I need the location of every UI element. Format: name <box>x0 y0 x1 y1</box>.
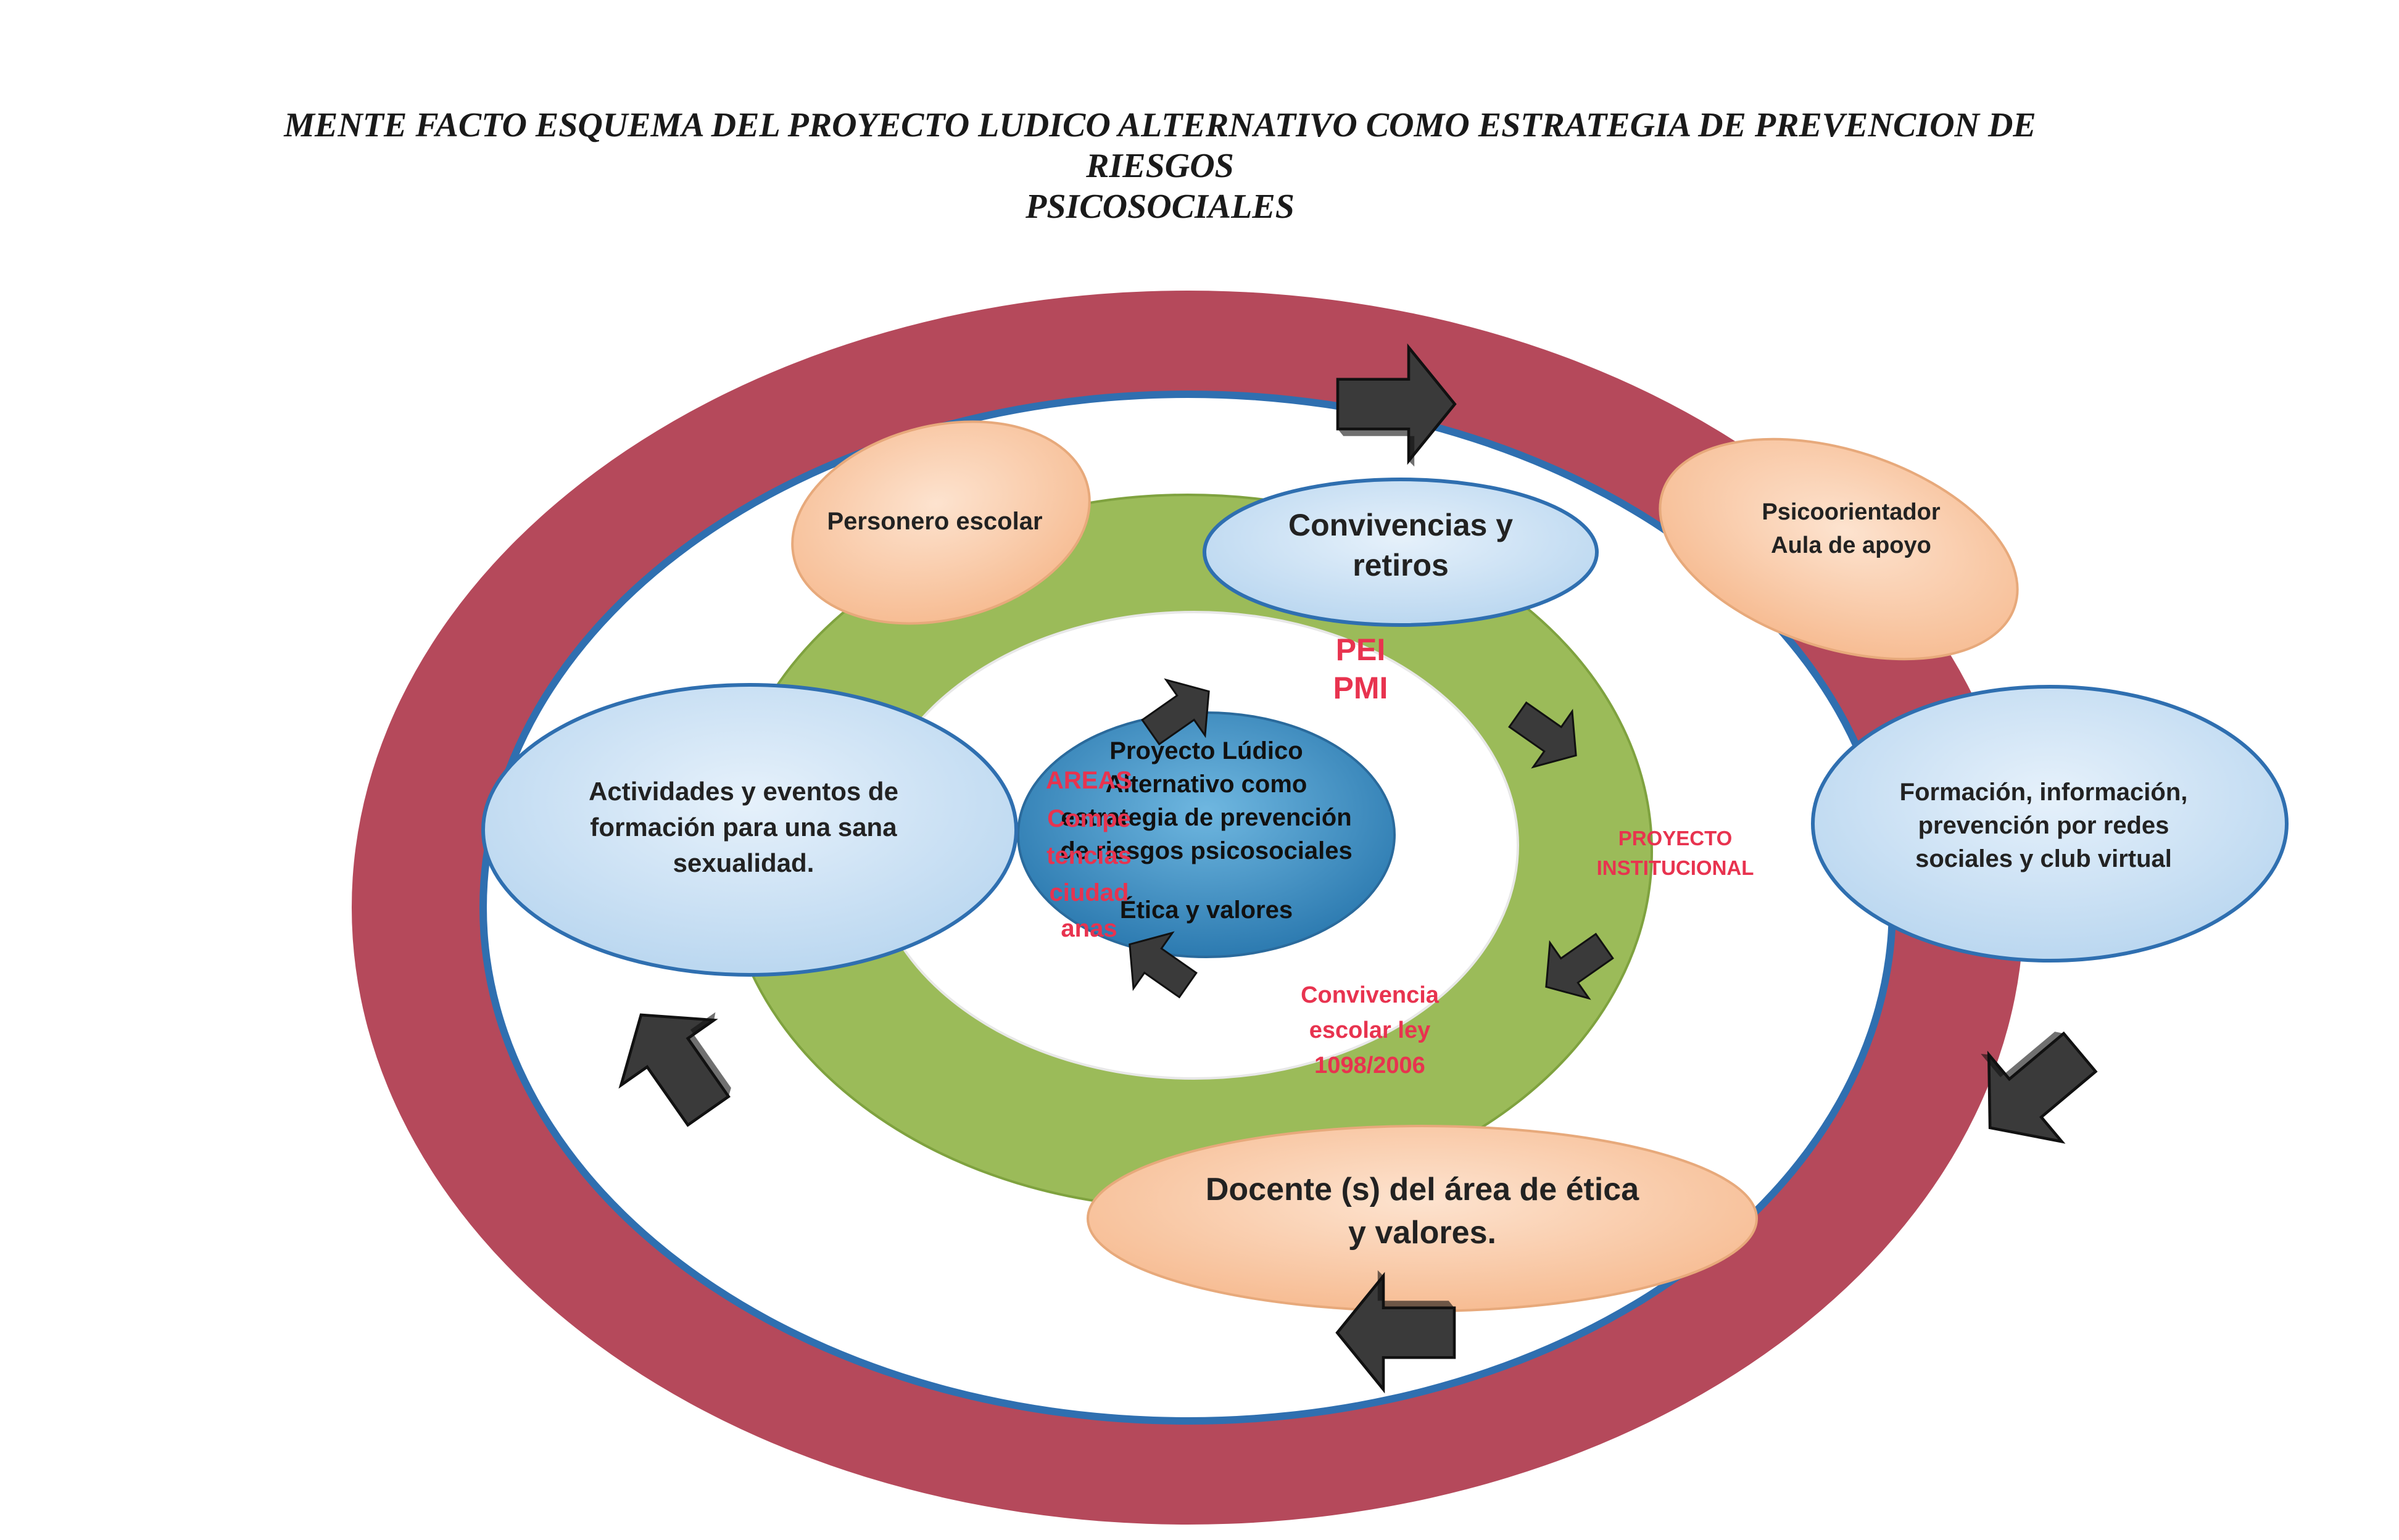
docente-line-1: Docente (s) del área de ética <box>1206 1172 1639 1207</box>
personero-label: Personero escolar <box>827 508 1042 535</box>
proyecto-line-2: INSTITUCIONAL <box>1597 856 1754 879</box>
title-line-2: PSICOSOCIALES <box>1025 188 1295 226</box>
actividades-line-3: sexualidad. <box>673 848 814 877</box>
formacion-line-1: Formación, información, <box>1900 779 2188 806</box>
center-line-1: Proyecto Lúdico <box>1109 737 1303 764</box>
actividades-line-1: Actividades y eventos de <box>589 777 898 806</box>
areas-line-5: anas <box>1061 915 1117 942</box>
title-line-1: MENTE FACTO ESQUEMA DEL PROYECTO LUDICO … <box>284 106 2036 185</box>
areas-line-2: Compe <box>1047 805 1131 832</box>
node-convivencias <box>1203 478 1599 627</box>
center-line-2: Alternativo como <box>1106 771 1307 798</box>
convivencia-line-2: escolar ley <box>1309 1017 1430 1043</box>
convivencia-line-1: Convivencia <box>1301 982 1440 1008</box>
areas-line-4: ciudad <box>1050 879 1129 906</box>
areas-line-1: AREAS <box>1046 767 1132 794</box>
page-title: MENTE FACTO ESQUEMA DEL PROYECTO LUDICO … <box>234 105 2086 227</box>
node-formacion <box>1811 685 2289 962</box>
proyecto-line-1: PROYECTO <box>1618 827 1733 850</box>
formacion-line-3: sociales y club virtual <box>1915 845 2172 872</box>
node-labels: Personero escolar Convivencias y retiros… <box>589 499 2187 1251</box>
pei-label: PEI <box>1336 632 1386 667</box>
convivencias-line-1: Convivencias y <box>1288 508 1513 542</box>
center-line-4: de riesgos psicosociales <box>1060 837 1353 864</box>
node-personero <box>791 420 1091 625</box>
actividades-line-2: formación para una sana <box>590 813 897 842</box>
docente-line-2: y valores. <box>1348 1215 1496 1251</box>
convivencias-line-2: retiros <box>1353 548 1449 582</box>
convivencia-line-3: 1098/2006 <box>1314 1053 1425 1078</box>
center-text: Proyecto Lúdico Alternativo como estrate… <box>1060 737 1353 924</box>
pmi-label: PMI <box>1333 671 1388 705</box>
areas-line-3: tencias <box>1046 842 1132 869</box>
center-sub: Ética y valores <box>1120 896 1293 924</box>
psicoorientador-line-2: Aula de apoyo <box>1771 532 1931 558</box>
inner-labels: PEI PMI AREAS Compe tencias ciudad anas … <box>1046 632 1754 1078</box>
node-psicoorientador <box>1659 437 2019 661</box>
psicoorientador-line-1: Psicoorientador <box>1762 499 1940 525</box>
center-line-3: estrategia de prevención <box>1061 804 1351 831</box>
node-actividades <box>481 683 1018 977</box>
formacion-line-2: prevención por redes <box>1918 812 2169 839</box>
